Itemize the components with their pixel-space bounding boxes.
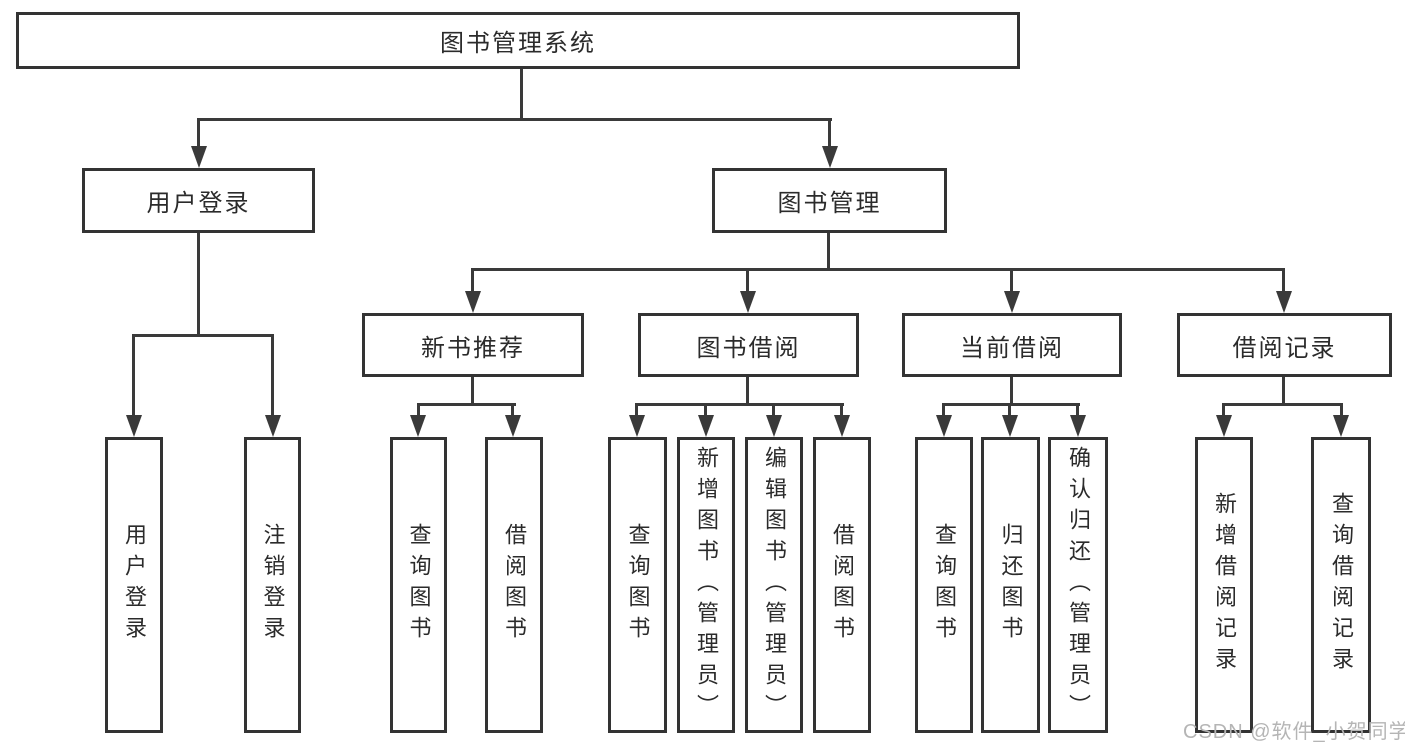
leaf-add-borrow-record: 新增借阅记录 [1195,437,1253,733]
line [471,268,1285,271]
line [520,66,523,120]
node-label: 借阅图书 [830,523,855,647]
line [471,268,474,296]
node-label: 用户登录 [122,523,147,647]
line [635,403,638,417]
arrow-down-icon [740,291,756,313]
node-label: 用户登录 [146,190,251,217]
line [746,268,749,296]
line [197,230,200,337]
node-label: 图书管理 [777,190,882,217]
line [1282,374,1285,406]
node-new-book-recommend: 新书推荐 [362,313,584,377]
arrow-down-icon [629,415,645,437]
node-label: 图书管理系统 [440,30,596,57]
line [704,403,707,417]
arrow-down-icon [698,415,714,437]
node-label: 查询借阅记录 [1329,492,1354,678]
leaf-query-books-current: 查询图书 [915,437,973,733]
node-book-borrowing: 图书借阅 [638,313,859,377]
line [271,334,274,418]
leaf-logout: 注销登录 [244,437,301,733]
arrow-down-icon [191,146,207,168]
node-label: 新增借阅记录 [1212,492,1237,678]
line [942,403,1080,406]
arrow-down-icon [1002,415,1018,437]
line [197,118,200,150]
node-label: 当前借阅 [960,334,1064,362]
line [1222,403,1343,406]
arrow-down-icon [1333,415,1349,437]
csdn-watermark: CSDN @软件_小贺同学 [1183,721,1405,743]
node-label: 查询图书 [406,523,432,647]
node-label: 归还图书 [998,523,1024,647]
arrow-down-icon [936,415,952,437]
arrow-down-icon [1004,291,1020,313]
line [1010,268,1013,296]
node-current-borrowing: 当前借阅 [902,313,1122,377]
arrow-down-icon [1276,291,1292,313]
line [840,403,843,417]
arrow-down-icon [505,415,521,437]
leaf-borrow-books-recommend: 借阅图书 [485,437,543,733]
arrow-down-icon [834,415,850,437]
leaf-return-books: 归还图书 [981,437,1040,733]
line [746,374,749,406]
node-label: 查询图书 [932,523,957,647]
line [417,403,516,406]
node-label: 编辑图书（管理员） [762,445,787,725]
arrow-down-icon [766,415,782,437]
line [1008,403,1011,417]
node-book-management: 图书管理 [712,168,947,233]
line [1222,403,1225,417]
arrow-down-icon [465,291,481,313]
node-label: 新书推荐 [421,334,525,362]
leaf-user-login: 用户登录 [105,437,163,733]
line [132,334,274,337]
leaf-edit-books-admin: 编辑图书（管理员） [745,437,803,733]
leaf-query-books-borrowing: 查询图书 [608,437,667,733]
node-label: 借阅图书 [502,523,527,647]
line [132,334,135,418]
arrow-down-icon [126,415,142,437]
node-label: 新增图书（管理员） [694,445,719,725]
line [417,403,420,417]
leaf-borrow-books-borrowing: 借阅图书 [813,437,871,733]
line [471,374,474,406]
line [772,403,775,417]
line [511,403,514,417]
arrow-down-icon [265,415,281,437]
node-label: 借阅记录 [1232,334,1337,362]
line [1076,403,1079,417]
line [1010,374,1013,406]
leaf-query-books-recommend: 查询图书 [390,437,447,733]
node-label: 注销登录 [260,523,286,647]
line [1282,268,1285,296]
node-user-login: 用户登录 [82,168,315,233]
node-root: 图书管理系统 [16,12,1020,69]
line [942,403,945,417]
line [828,118,831,150]
leaf-confirm-return-admin: 确认归还（管理员） [1048,437,1108,733]
line [827,230,830,271]
node-label: 确认归还（管理员） [1066,445,1091,725]
node-label: 图书借阅 [696,334,801,362]
arrow-down-icon [1216,415,1232,437]
node-borrowing-records: 借阅记录 [1177,313,1392,377]
line [197,118,832,121]
line [635,403,844,406]
arrow-down-icon [410,415,426,437]
leaf-add-books-admin: 新增图书（管理员） [677,437,735,733]
node-label: 查询图书 [625,523,651,647]
arrow-down-icon [822,146,838,168]
leaf-query-borrow-record: 查询借阅记录 [1311,437,1371,733]
arrow-down-icon [1070,415,1086,437]
line [1340,403,1343,417]
